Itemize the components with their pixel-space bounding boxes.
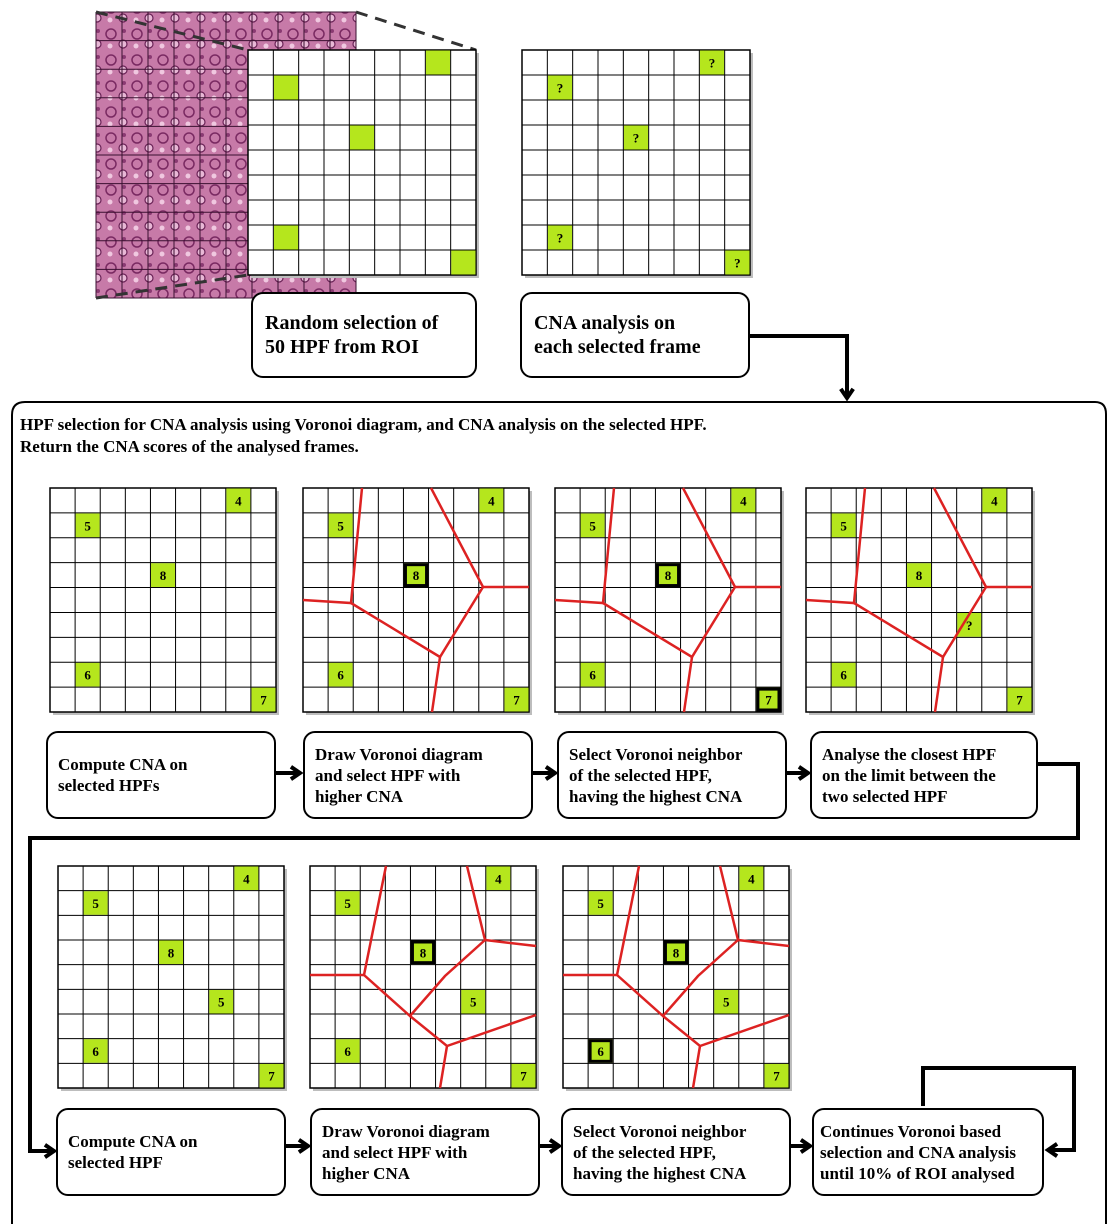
row1-step-draw-voronoi: Draw Voronoi diagram and select HPF with… [303, 731, 533, 819]
row1-step-2-label: Draw Voronoi diagram and select HPF with… [315, 744, 483, 807]
hpf-label: 7 [520, 1069, 527, 1084]
row2-step-continue: Continues Voronoi based selection and CN… [812, 1108, 1044, 1196]
random-selection-label: Random selection of 50 HPF from ROI [265, 311, 438, 359]
hpf-label: 8 [665, 568, 672, 583]
hpf-cell [350, 126, 374, 150]
hpf-label: 5 [840, 518, 847, 533]
hpf-label: 4 [740, 493, 747, 508]
hpf-label: 5 [218, 995, 225, 1010]
row2-step-4-label: Continues Voronoi based selection and CN… [820, 1121, 1016, 1184]
hpf-cell [426, 51, 450, 75]
hpf-label: 4 [495, 871, 502, 886]
hpf-label: 7 [765, 693, 772, 708]
hpf-label: 8 [160, 568, 167, 583]
arrow-to-section [750, 336, 847, 398]
row2-grid-1: 5 4 8 5 6 7 [58, 866, 287, 1091]
hpf-label: 8 [916, 568, 923, 583]
hpf-label: 4 [991, 493, 998, 508]
hpf-label: 5 [344, 896, 351, 911]
roi-grid [248, 50, 479, 278]
hpf-label: 4 [748, 871, 755, 886]
cna-each-frame-label: CNA analysis on each selected frame [534, 311, 701, 359]
hpf-cell [274, 226, 298, 250]
hpf-label: 8 [168, 945, 175, 960]
row1-step-4-label: Analyse the closest HPF on the limit bet… [822, 744, 996, 807]
row2-grid-3: 5 4 8 5 6 7 [563, 866, 792, 1091]
hpf-label: 6 [84, 668, 91, 683]
hpf-cell [274, 76, 298, 100]
hpf-label: 4 [243, 871, 250, 886]
section-title-line1: HPF selection for CNA analysis using Vor… [20, 415, 707, 434]
row2-grid-2: 5 4 8 5 6 7 [310, 866, 539, 1091]
hpf-label: ? [709, 56, 716, 71]
hpf-label: 6 [589, 668, 596, 683]
section-title: HPF selection for CNA analysis using Vor… [20, 414, 707, 458]
row1-step-select-neighbor: Select Voronoi neighbor of the selected … [557, 731, 787, 819]
row1-step-compute-cna: Compute CNA on selected HPFs [46, 731, 276, 819]
hpf-label: 5 [470, 995, 477, 1010]
hpf-label: 7 [260, 693, 267, 708]
hpf-label: 8 [673, 945, 680, 960]
section-title-line2: Return the CNA scores of the analysed fr… [20, 437, 359, 456]
hpf-label: 6 [337, 668, 344, 683]
row2-step-3-label: Select Voronoi neighbor of the selected … [573, 1121, 746, 1184]
row1-step-analyse-closest: Analyse the closest HPF on the limit bet… [810, 731, 1038, 819]
hpf-label: 8 [420, 945, 427, 960]
hpf-label: 4 [488, 493, 495, 508]
hpf-label: ? [557, 81, 564, 96]
hpf-label: 5 [597, 896, 604, 911]
cna-each-frame-step: CNA analysis on each selected frame [520, 292, 750, 378]
hpf-label: 6 [840, 668, 847, 683]
hpf-label: 7 [1016, 693, 1023, 708]
hpf-label: 6 [92, 1044, 99, 1059]
row1-step-1-label: Compute CNA on selected HPFs [58, 754, 187, 796]
random-selection-step: Random selection of 50 HPF from ROI [251, 292, 477, 378]
hpf-label: 7 [513, 693, 520, 708]
hpf-cell [451, 251, 475, 275]
hpf-label: 5 [337, 518, 344, 533]
hpf-label: 8 [413, 568, 420, 583]
row2-step-select-neighbor: Select Voronoi neighbor of the selected … [561, 1108, 791, 1196]
hpf-label: 6 [344, 1044, 351, 1059]
hpf-label: ? [633, 131, 640, 146]
row2-step-1-label: Compute CNA on selected HPF [68, 1131, 197, 1173]
hpf-label: 5 [723, 995, 730, 1010]
hpf-label: 4 [235, 493, 242, 508]
hpf-label: ? [734, 256, 741, 271]
hpf-label: 7 [773, 1069, 780, 1084]
hpf-label: 7 [268, 1069, 275, 1084]
hpf-label: 5 [84, 518, 91, 533]
hpf-label: 5 [589, 518, 596, 533]
row2-step-compute-cna: Compute CNA on selected HPF [56, 1108, 286, 1196]
row2-step-2-label: Draw Voronoi diagram and select HPF with… [322, 1121, 490, 1184]
row1-grid-1: 5 4 8 6 7 [50, 488, 279, 715]
hpf-label: 5 [92, 896, 99, 911]
hpf-label: ? [557, 231, 564, 246]
cna-question-grid: ????? [522, 50, 753, 278]
zoom-line [356, 12, 476, 50]
row2-step-draw-voronoi: Draw Voronoi diagram and select HPF with… [310, 1108, 540, 1196]
row1-step-3-label: Select Voronoi neighbor of the selected … [569, 744, 742, 807]
hpf-label: 6 [597, 1044, 604, 1059]
